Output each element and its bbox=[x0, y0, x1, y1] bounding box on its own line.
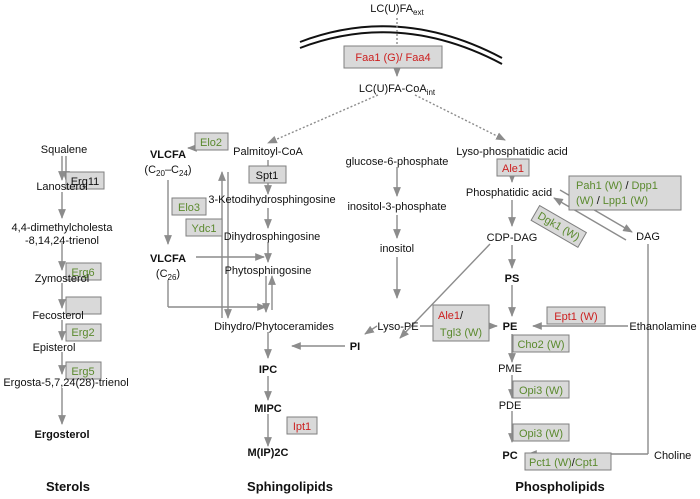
lyso-pe-label: Lyso-PE bbox=[377, 321, 418, 333]
dimethylcholesta-label-line1: 4,4-dimethylcholesta bbox=[12, 222, 114, 234]
ale1-enzyme: Ale1/ bbox=[438, 310, 464, 322]
erg2-enzyme-text: Erg2 bbox=[71, 327, 94, 339]
dihydrosphingosine-label: Dihydrosphingosine bbox=[224, 231, 321, 243]
pct1-cpt1-enzymes: Pct1 (W)/Cpt1 bbox=[529, 457, 598, 469]
cdp-dag-label: CDP-DAG bbox=[487, 232, 538, 244]
erg2-box bbox=[65, 323, 102, 342]
episterol-label: Episterol bbox=[33, 342, 76, 354]
ketodihydrosphingosine-label: 3-Ketodihydrosphingosine bbox=[208, 194, 335, 206]
phospholipids-heading: Phospholipids bbox=[515, 479, 605, 494]
vlcfa-c26-label: VLCFA bbox=[150, 253, 186, 265]
phosphatidic-acid-label: Phosphatidic acid bbox=[466, 187, 552, 199]
vlcfa-c26-chain: (C26) bbox=[156, 268, 180, 282]
phytosphingosine-label: Phytosphingosine bbox=[225, 265, 312, 277]
pah1-dpp1-enzymes: Pah1 (W)/Dpp1 bbox=[576, 180, 658, 192]
pi-label: PI bbox=[350, 341, 360, 353]
elo2-enzyme: Elo2 bbox=[200, 137, 222, 149]
mip2c-label: M(IP)2C bbox=[248, 447, 289, 459]
vlcfa-c20-c24-chain: (C20–C24) bbox=[144, 164, 191, 178]
lyso-phosphatidic-acid-label: Lyso-phosphatidic acid bbox=[456, 146, 568, 158]
plasma-membrane bbox=[299, 25, 503, 65]
faa1-faa4-enzyme: Faa1 (G)/ Faa4 bbox=[355, 52, 430, 64]
enzyme-boxes bbox=[65, 45, 682, 471]
pc-label: PC bbox=[502, 450, 517, 462]
elo3-enzyme: Elo3 bbox=[178, 202, 200, 214]
vlcfa-c20-c24-label: VLCFA bbox=[150, 149, 186, 161]
inositol-3-phosphate-label: inositol-3-phosphate bbox=[347, 201, 446, 213]
ept1-enzyme: Ept1 (W) bbox=[554, 311, 597, 323]
fecosterol-label: Fecosterol bbox=[32, 310, 83, 322]
ipt1-enzyme: Ipt1 bbox=[293, 421, 311, 433]
pe-label: PE bbox=[503, 321, 518, 333]
ydc1-enzyme: Ydc1 bbox=[191, 223, 216, 235]
cho2-enzyme: Cho2 (W) bbox=[517, 339, 564, 351]
erg11-enzyme: Erg11 bbox=[71, 176, 100, 188]
erg6-enzyme: Erg6 bbox=[71, 267, 94, 279]
zymosterol-label: Zymosterol bbox=[35, 273, 89, 285]
choline-label: Choline bbox=[654, 450, 691, 462]
ale1-enzyme-top: Ale1 bbox=[502, 163, 524, 175]
ipc-label: IPC bbox=[259, 364, 277, 376]
sphingolipids-heading: Sphingolipids bbox=[247, 479, 333, 494]
spt1-enzyme: Spt1 bbox=[256, 170, 279, 182]
glucose-6-phosphate-label: glucose-6-phosphate bbox=[346, 156, 449, 168]
lcufa-ext-label: LC(U)FAext bbox=[370, 3, 424, 17]
inositol-label: inositol bbox=[380, 243, 414, 255]
dag-label: DAG bbox=[636, 231, 660, 243]
ps-label: PS bbox=[505, 273, 520, 285]
opi3-enzyme-b: Opi3 (W) bbox=[519, 428, 563, 440]
lcufa-coa-int-label: LC(U)FA-CoAint bbox=[359, 83, 436, 97]
lpp1-enzymes: (W)/Lpp1 (W) bbox=[576, 195, 648, 207]
opi3-enzyme-a: Opi3 (W) bbox=[519, 385, 563, 397]
erg5-enzyme: Erg5 bbox=[71, 366, 94, 378]
dihydro-phytoceramides-label: Dihydro/Phytoceramides bbox=[214, 321, 334, 333]
ergosta-trienol-label: Ergosta-5,7,24(28)-trienol bbox=[3, 377, 128, 389]
squalene-label: Squalene bbox=[41, 144, 88, 156]
ergosterol-label: Ergosterol bbox=[34, 429, 89, 441]
lanosterol-label: Lanosterol bbox=[36, 181, 87, 193]
pde-label: PDE bbox=[499, 400, 522, 412]
pme-label: PME bbox=[498, 363, 522, 375]
mipc-label: MIPC bbox=[254, 403, 282, 415]
dimethylcholesta-label-line2: -8,14,24-trienol bbox=[25, 235, 99, 247]
tgl3-enzyme: Tgl3 (W) bbox=[440, 327, 482, 339]
ethanolamine-label: Ethanolamine bbox=[629, 321, 696, 333]
palmitoyl-coa-label: Palmitoyl-CoA bbox=[233, 146, 303, 158]
sterols-heading: Sterols bbox=[46, 479, 90, 494]
